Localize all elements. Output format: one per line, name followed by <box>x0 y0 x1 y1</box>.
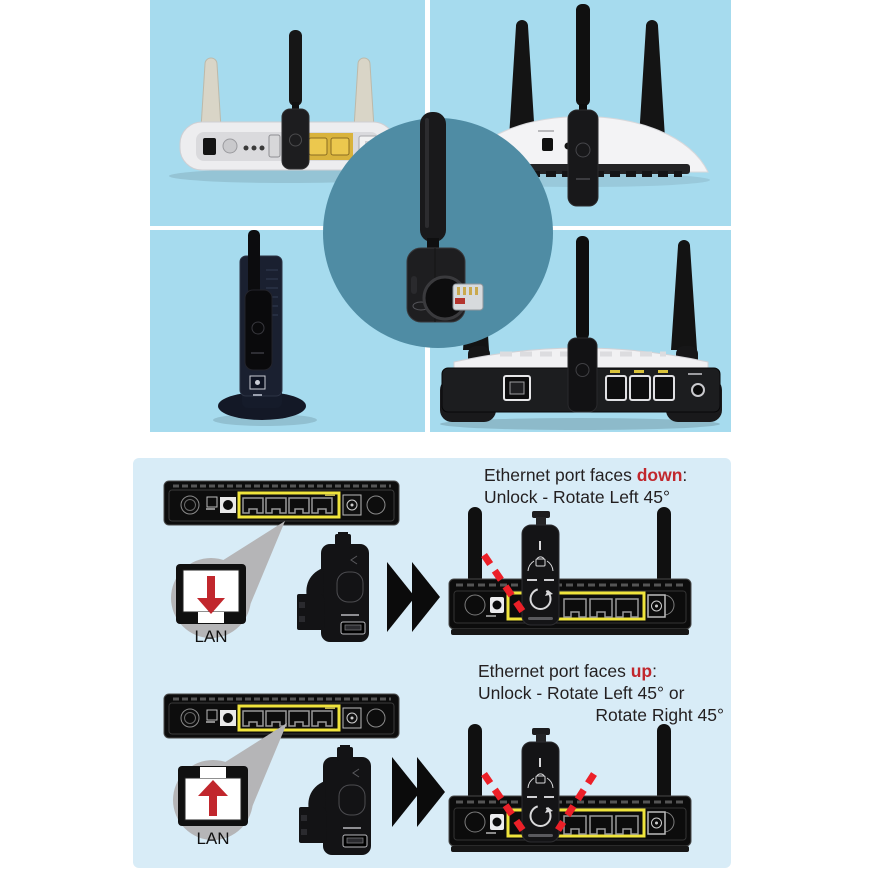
arrow-down-icon <box>197 576 225 614</box>
router-with-adapter-rotate-left <box>448 507 692 635</box>
lan-label: LAN <box>196 829 229 848</box>
heading-line-2: Unlock - Rotate Left 45° or <box>478 683 685 703</box>
mounted-adapter <box>521 728 560 843</box>
router-back-panel-diagram-up <box>163 693 400 739</box>
adapter-side-diagram-up <box>299 745 371 855</box>
collage-quadrant-bottom-right <box>430 230 731 432</box>
right-antenna <box>639 20 665 147</box>
usb-adapter-photo <box>406 112 484 323</box>
heading-port-faces-up: Ethernet port faces up: Unlock - Rotate … <box>478 660 740 726</box>
keyword-down: down <box>636 465 683 485</box>
fast-forward-icon <box>387 562 440 632</box>
router-back-panel-diagram-down <box>163 480 400 526</box>
fast-forward-icon <box>392 757 445 827</box>
adapter-antenna <box>420 112 446 252</box>
adapter-side-diagram-down <box>297 532 369 642</box>
shadow <box>440 418 720 430</box>
heading-port-faces-down: Ethernet port faces down: Unlock - Rotat… <box>484 464 746 508</box>
router-panel <box>448 578 692 635</box>
heading-line-2: Unlock - Rotate Left 45° <box>484 487 670 507</box>
router-collage <box>150 0 731 432</box>
black-router-photo <box>440 236 722 430</box>
installed-adapter <box>244 230 273 371</box>
instruction-panel: Ethernet port faces down: Unlock - Rotat… <box>133 458 731 868</box>
rj45-plug <box>422 275 484 321</box>
left-antenna <box>509 20 535 147</box>
heading-line-1: Ethernet port faces down: <box>484 465 688 485</box>
arrow-up-icon <box>198 780 228 816</box>
keyword-up: up <box>630 661 653 681</box>
adapter-silhouette <box>299 745 371 855</box>
lan-port-callout-down: LAN <box>171 521 285 646</box>
heading-line-1: Ethernet port faces up: <box>478 661 657 681</box>
lan-port-callout-up: LAN <box>173 723 287 848</box>
router-antennas <box>468 724 671 802</box>
collage-quadrant-bottom-left <box>150 230 425 432</box>
lan-port-highlight <box>237 491 341 519</box>
mounted-adapter <box>521 511 560 626</box>
tower-router-photo <box>213 230 317 426</box>
rotate-left-dash <box>481 553 528 617</box>
lan-port-highlight <box>237 704 341 732</box>
installed-adapter <box>567 4 599 207</box>
installed-adapter <box>281 30 310 170</box>
router-antennas <box>468 507 671 585</box>
router-with-adapter-rotate-both <box>448 724 692 852</box>
router-panel <box>448 795 692 852</box>
heading-line-3: Rotate Right 45° <box>595 705 724 725</box>
installed-adapter <box>567 236 598 413</box>
rotate-left-dash <box>481 772 527 834</box>
lan-label: LAN <box>194 627 227 646</box>
